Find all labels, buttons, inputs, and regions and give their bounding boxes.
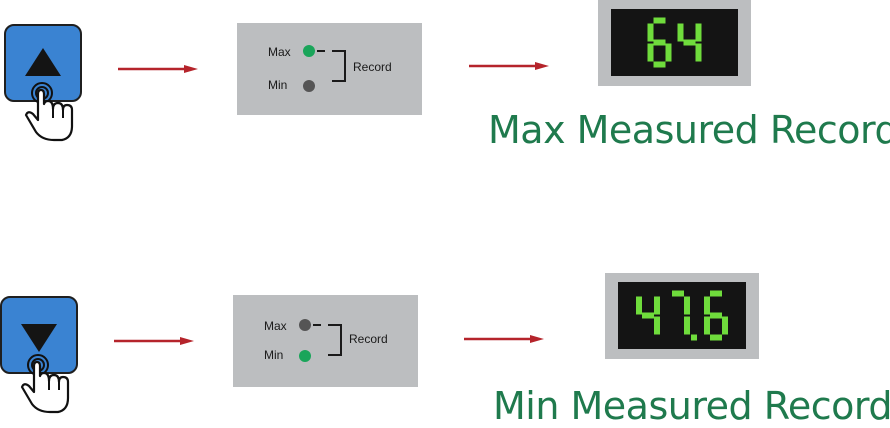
flow-arrow [118, 65, 198, 73]
digit-segment [647, 23, 654, 42]
digit-segment [653, 61, 666, 68]
record-bracket [332, 50, 346, 82]
digit-segment [654, 316, 660, 335]
flow-arrow [114, 337, 194, 345]
digit-segment [653, 39, 666, 46]
digit-segment [695, 43, 702, 62]
lcd-digits [647, 17, 702, 68]
digit-segment [704, 296, 710, 315]
flow-arrow [464, 335, 544, 343]
min-led [303, 80, 315, 92]
lcd-display [605, 273, 759, 359]
record-label: Record [349, 332, 388, 346]
digit-segment [695, 23, 702, 42]
record-bracket [328, 324, 342, 356]
bracket-stub [317, 50, 325, 52]
min-led [299, 350, 311, 362]
digit-segment [642, 312, 654, 319]
pointing-hand-icon [20, 354, 70, 414]
digit-segment [710, 312, 722, 319]
digit-segment [677, 23, 684, 42]
decimal-point [691, 334, 697, 341]
min-label: Min [268, 78, 288, 92]
up-triangle-icon [25, 48, 61, 76]
digit-segment [636, 296, 642, 315]
record-label: Record [353, 60, 392, 74]
min-caption: Min Measured Record [493, 384, 890, 428]
record-panel: Max Min Record [233, 295, 418, 387]
digit-segment [710, 290, 722, 297]
lcd-screen [611, 9, 738, 76]
flow-arrow [469, 62, 549, 70]
up-button[interactable] [4, 24, 82, 102]
digit-segment [653, 17, 666, 24]
digit-segment [684, 296, 690, 315]
max-caption: Max Measured Record [488, 108, 890, 152]
record-panel: Max Min Record [237, 23, 422, 115]
digit-segment [722, 316, 728, 335]
max-label: Max [268, 45, 291, 59]
max-led [299, 319, 311, 331]
digit-segment [704, 316, 710, 335]
lcd-display [598, 0, 751, 86]
lcd-screen [618, 282, 746, 349]
digit-segment [654, 296, 660, 315]
bracket-stub [313, 324, 321, 326]
min-label: Min [264, 348, 284, 362]
pointing-hand-icon [24, 82, 74, 142]
lcd-digits [636, 290, 728, 341]
max-led [303, 45, 315, 57]
digit-segment [683, 39, 696, 46]
digit-segment [684, 316, 690, 335]
digit-segment [647, 43, 654, 62]
digit-segment [665, 43, 672, 62]
digit-segment [672, 290, 684, 297]
max-label: Max [264, 319, 287, 333]
digit-segment [710, 334, 722, 341]
down-triangle-icon [21, 324, 57, 352]
